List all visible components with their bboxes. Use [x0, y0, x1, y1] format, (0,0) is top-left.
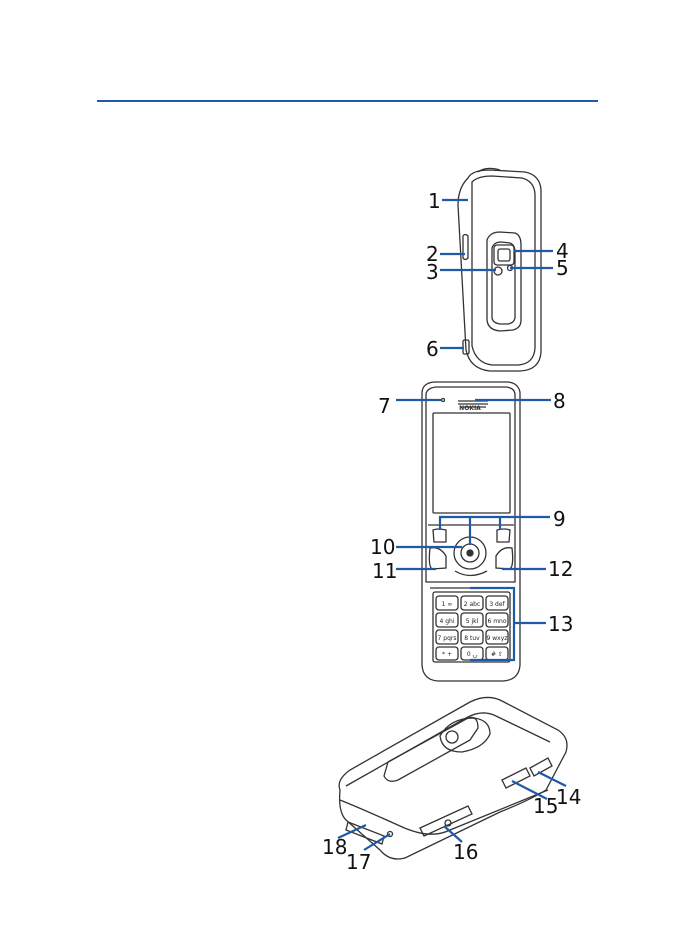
callout-18: 18 — [322, 835, 347, 859]
key-0: 0 ⍽ — [467, 651, 478, 658]
callout-7: 7 — [378, 394, 391, 418]
callout-10: 10 — [370, 535, 395, 559]
key-3: 3 def — [489, 601, 505, 608]
nokia-logo: NOKIA — [459, 405, 481, 412]
key-1: 1 ∞ — [442, 601, 453, 608]
callout-16: 16 — [453, 840, 478, 864]
callout-8: 8 — [553, 389, 566, 413]
callout-3: 3 — [426, 260, 439, 284]
key-star: * + — [442, 651, 452, 658]
callout-13: 13 — [548, 612, 573, 636]
callout-17: 17 — [346, 850, 371, 874]
key-8: 8 tuv — [464, 635, 480, 642]
key-hash: # ⇧ — [491, 651, 503, 658]
leader-14 — [538, 772, 566, 786]
callout-6: 6 — [426, 337, 439, 361]
callout-9: 9 — [553, 507, 566, 531]
key-5: 5 jkl — [466, 618, 479, 625]
key-6: 6 mno — [487, 618, 506, 625]
key-7: 7 pqrs — [438, 635, 457, 642]
callout-11: 11 — [372, 559, 397, 583]
callout-14: 14 — [556, 785, 581, 809]
leader-9 — [440, 517, 550, 545]
callout-15: 15 — [533, 794, 558, 818]
key-2: 2 abc — [464, 601, 481, 608]
callout-1: 1 — [428, 189, 441, 213]
key-9: 9 wxyz — [487, 635, 508, 642]
key-4: 4 ghi — [439, 618, 454, 625]
callout-12: 12 — [548, 557, 573, 581]
callout-5: 5 — [556, 256, 569, 280]
